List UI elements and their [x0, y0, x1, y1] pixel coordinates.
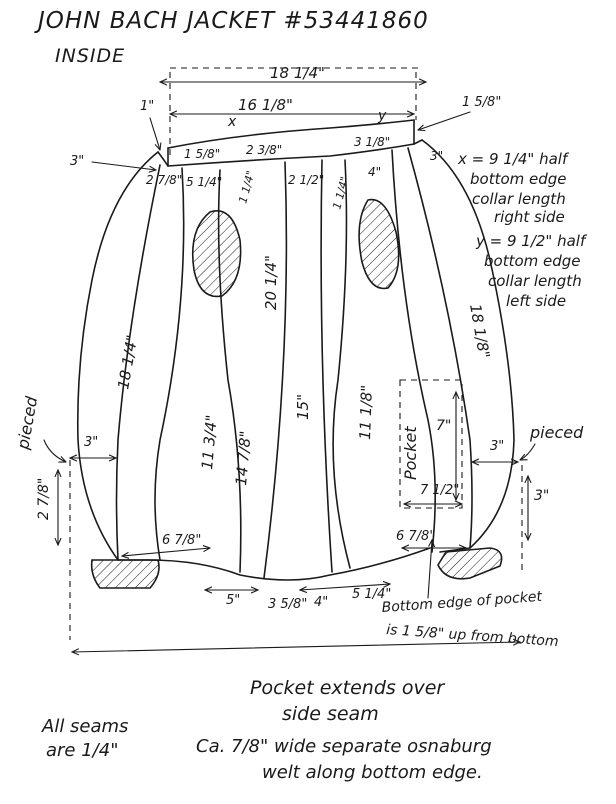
label-y: y [377, 108, 387, 124]
label-3-right-vert: 3" [534, 488, 549, 504]
pocket-bottom-arrow [427, 540, 432, 599]
label-1in: 1" [140, 99, 154, 114]
front-edge-right-outer [391, 149, 436, 553]
note-pocket-bottom-2: is 1 5/8" up from bottom [386, 622, 559, 650]
side-seam-right [407, 147, 473, 549]
label-11-1-8: 11 1/8" [356, 385, 376, 441]
bottom-hem [147, 547, 431, 581]
label-pocket-7-1-2: 7 1/2" [420, 483, 459, 498]
title: JOHN BACH JACKET #53441860 [34, 8, 429, 34]
label-15-8-right: 1 5/8" [462, 95, 501, 110]
label-bottom-35-8: 3 5/8" [268, 597, 307, 612]
label-3-left-side: 3" [84, 435, 98, 450]
label-bottom-5: 5" [226, 593, 240, 608]
dim-1in [149, 117, 160, 150]
label-11-4-right: 1 1/4" [330, 175, 351, 210]
label-15-8-left: 1 5/8" [184, 147, 220, 161]
label-15: 15" [294, 394, 312, 420]
note-x-2: bottom edge [470, 170, 567, 188]
armhole-right [358, 198, 400, 290]
pieced-left-arrow [43, 439, 66, 462]
label-67-8-right: 6 7/8" [396, 529, 435, 544]
pocket-outline [399, 379, 463, 509]
label-51-4-left: 5 1/4" [186, 175, 222, 189]
label-18-1-8: 18 1/8" [466, 303, 493, 360]
hem-facing-right [437, 547, 503, 580]
label-x: x [227, 114, 237, 130]
label-27-8-left-vert: 2 7/8" [36, 478, 52, 520]
pieced-left-label: pieced [13, 394, 41, 452]
top-width-label: 18 1/4" [270, 64, 325, 82]
note-welt-2: welt along bottom edge. [262, 762, 483, 783]
note-pocket-bottom-1: Bottom edge of pocket [381, 589, 543, 616]
jacket-shoulder-left [157, 151, 169, 167]
collar-width-label: 16 1/8" [238, 96, 293, 114]
label-11-3-4: 11 3/4" [198, 414, 221, 470]
collar-band-bottom [167, 143, 415, 167]
label-4-right: 4" [368, 165, 381, 179]
note-seams-2: are 1/4" [46, 740, 118, 761]
collar-band-top [167, 119, 415, 149]
armhole-left [191, 210, 242, 298]
front-edge-left-outer [154, 167, 185, 561]
pieced-right-arrow [520, 443, 536, 460]
dim-67-8-left [122, 548, 210, 556]
note-y-4: left side [506, 292, 566, 310]
subtitle: INSIDE [55, 45, 125, 67]
note-pocket-extends-2: side seam [282, 703, 379, 725]
jacket-outline-left [76, 151, 159, 561]
label-31-8: 3 1/8" [354, 135, 390, 149]
label-21-2-center: 2 1/2" [288, 173, 324, 187]
label-20-1-4: 20 1/4" [262, 255, 280, 310]
pieced-right-label: pieced [529, 423, 584, 442]
note-y-3: collar length [488, 272, 582, 290]
jacket-outline-right [421, 139, 515, 553]
label-14-7-8: 14 7/8" [232, 430, 255, 486]
pocket-label: Pocket [401, 426, 420, 480]
dim-bottom-4-5 [300, 584, 390, 590]
front-edge-right-seam [332, 159, 351, 569]
note-welt-1: Ca. 7/8" wide separate osnaburg [196, 736, 492, 757]
center-back-right [320, 159, 333, 573]
note-y-2: bottom edge [484, 252, 581, 270]
hem-facing-left [90, 559, 160, 589]
note-x-4: right side [494, 208, 565, 226]
dim-15-8-right [418, 111, 471, 130]
label-3-left: 3" [70, 154, 84, 169]
label-3-right-top: 3" [430, 149, 443, 163]
label-23-8: 2 3/8" [246, 143, 282, 157]
note-x-3: collar length [472, 190, 566, 208]
note-y-1: y = 9 1/2" half [475, 232, 588, 250]
note-pocket-extends-1: Pocket extends over [250, 677, 445, 699]
label-bottom-4: 4" [314, 595, 328, 610]
note-seams-1: All seams [41, 716, 128, 737]
dim-3-left [91, 161, 156, 170]
label-67-8-left: 6 7/8" [162, 533, 201, 548]
side-seam-left [115, 164, 161, 561]
label-pocket-7: 7" [436, 418, 451, 434]
label-11-4-left: 1 1/4" [236, 169, 257, 204]
label-18-1-4: 18 1/4" [114, 333, 141, 390]
label-27-8-left: 2 7/8" [146, 173, 182, 187]
jacket-shoulder-right [413, 139, 423, 145]
dim-bottom-full-width [72, 642, 520, 652]
center-back-left [263, 161, 288, 579]
label-3-right-side: 3" [490, 439, 504, 454]
note-x-1: x = 9 1/4" half [457, 150, 570, 168]
